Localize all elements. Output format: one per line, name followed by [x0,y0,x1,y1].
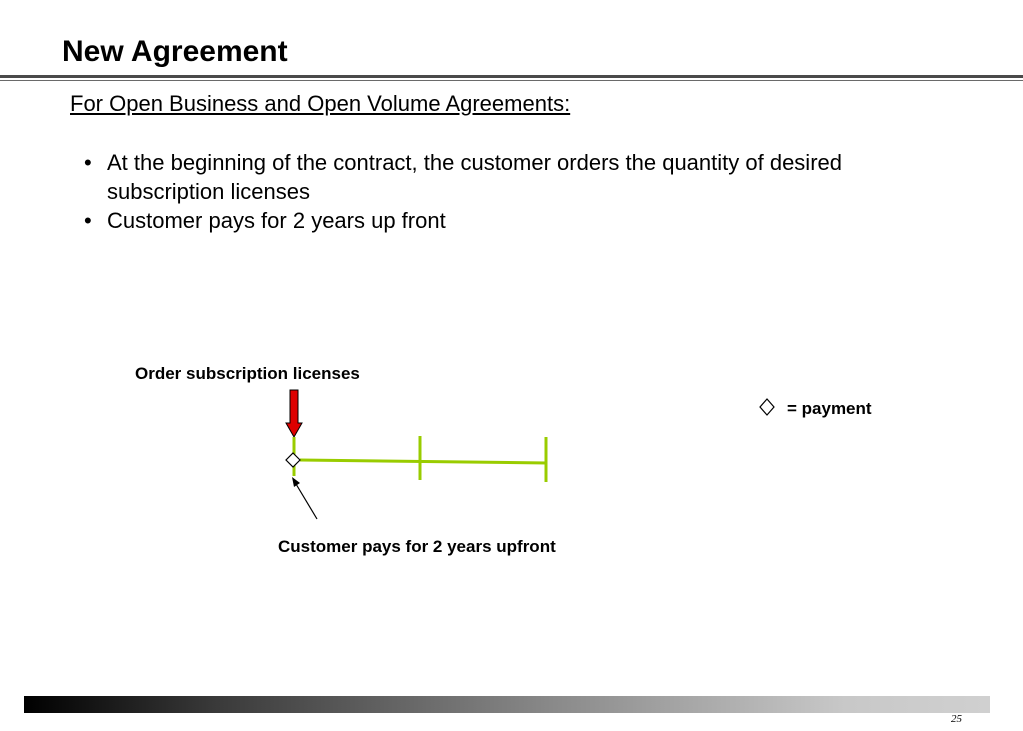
bullet-text: Customer pays for 2 years up front [107,208,446,233]
legend-diamond-icon [759,398,775,416]
slide-title: New Agreement [62,35,288,68]
bullet-icon: • [84,150,92,175]
slide-subtitle: For Open Business and Open Volume Agreem… [70,91,571,116]
bullet-text: At the beginning of the contract, the cu… [107,150,842,204]
payment-diamond-icon [285,452,301,468]
timeline-line [299,458,548,465]
page-number: 25 [951,713,962,725]
legend-label: = payment [787,399,872,418]
bullet-icon: • [84,208,92,233]
payment-pointer-arrowhead-icon [292,477,300,487]
payment-label: Customer pays for 2 years upfront [278,537,556,556]
bullet-item: • Customer pays for 2 years up front [84,206,964,235]
order-arrow-icon [285,389,303,439]
order-label: Order subscription licenses [135,364,360,383]
bullet-list: • At the beginning of the contract, the … [84,148,964,235]
bullet-item: • At the beginning of the contract, the … [84,148,964,206]
footer-gradient-bar [24,696,990,713]
title-divider-thick [0,75,1023,78]
title-divider-thin [0,80,1023,81]
payment-pointer-line [295,483,318,520]
